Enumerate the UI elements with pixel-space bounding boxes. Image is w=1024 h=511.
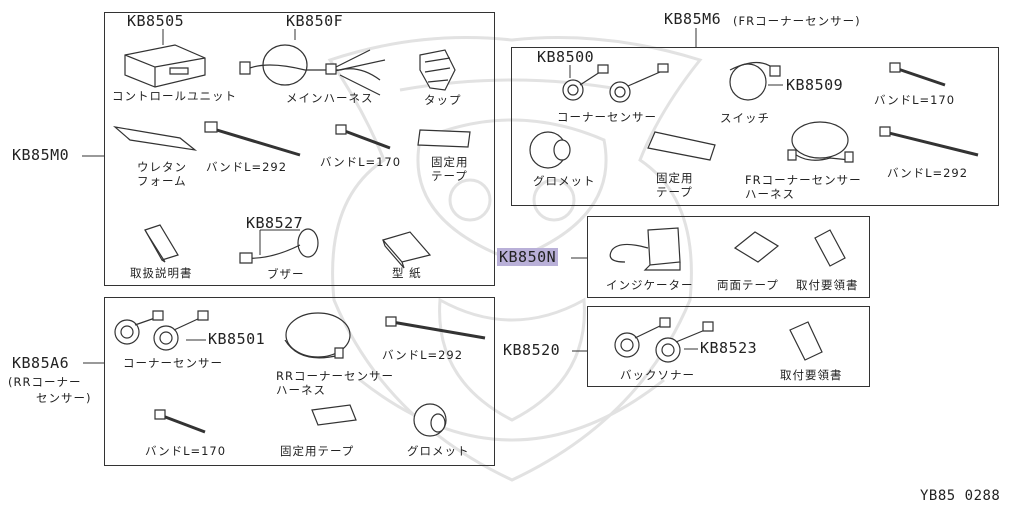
part-name-fix-tape-fr-line1: 固定用: [656, 171, 694, 185]
part-name-buzzer: ブザー: [267, 267, 305, 281]
part-name-band-292-fr: バンドL=292: [887, 166, 969, 180]
part-code-kb8527: KB8527: [246, 214, 304, 232]
part-name-double-tape: 両面テープ: [717, 278, 779, 292]
part-name-corner-sensor-fr: コーナーセンサー: [557, 110, 657, 124]
group-code-kb85a6: KB85A6: [12, 354, 70, 372]
part-name-manual: 取扱説明書: [130, 266, 193, 280]
group-box-kb85m6: [511, 47, 999, 206]
part-code-kb850f: KB850F: [286, 12, 344, 30]
part-name-template: 型 紙: [392, 266, 422, 280]
group-code-kb850n-highlight: KB850N: [497, 248, 559, 266]
part-name-switch: スイッチ: [720, 111, 770, 125]
part-name-back-sonar: バックソナー: [620, 368, 695, 382]
part-name-main-harness: メインハーネス: [286, 91, 374, 105]
part-name-band-170-fr: バンドL=170: [874, 93, 956, 107]
group-code-kb85m0: KB85M0: [12, 146, 70, 164]
part-name-grommet-rr: グロメット: [407, 444, 470, 458]
group-code-kb850n: KB850N: [497, 248, 559, 266]
group-code-kb85m6-suffix: (FRコーナーセンサー): [733, 14, 861, 28]
group-box-kb850n: [587, 216, 870, 298]
part-code-kb8523: KB8523: [700, 339, 758, 357]
part-name-fr-harness-line2: ハーネス: [745, 187, 795, 201]
part-name-rr-harness-line2: ハーネス: [276, 383, 326, 397]
part-name-band-170-rr: バンドL=170: [145, 444, 227, 458]
group-box-kb8520: [587, 306, 870, 387]
part-name-rr-harness-line1: RRコーナーセンサー: [276, 369, 394, 383]
diagram-id: YB85 0288: [920, 488, 1001, 504]
part-code-kb8509: KB8509: [786, 76, 844, 94]
part-name-fix-tape-rr: 固定用テープ: [280, 444, 355, 458]
part-name-fix-tape-fr-line2: テープ: [656, 185, 693, 199]
part-name-install-guide-n: 取付要領書: [796, 278, 859, 292]
part-name-band-292-rr: バンドL=292: [382, 348, 464, 362]
group-code-kb85a6-line3: センサー): [36, 391, 92, 405]
part-code-kb8500: KB8500: [537, 48, 595, 66]
part-name-indicator: インジケーター: [606, 278, 694, 292]
part-code-kb8505: KB8505: [127, 12, 185, 30]
part-name-fr-harness-line1: FRコーナーセンサー: [745, 173, 862, 187]
part-name-fix-tape-line2: テープ: [431, 169, 468, 183]
group-box-kb85a6: [104, 297, 495, 466]
part-name-fix-tape-line1: 固定用: [431, 155, 469, 169]
part-name-urethane-line2: フォーム: [137, 174, 187, 188]
part-name-install-guide-b: 取付要領書: [780, 368, 843, 382]
part-name-band-170: バンドL=170: [320, 155, 402, 169]
group-code-kb85a6-line2: (RRコーナー: [8, 375, 82, 389]
part-name-band-292: バンドL=292: [206, 160, 288, 174]
group-code-kb85m6: KB85M6: [664, 10, 722, 28]
group-box-kb85m0: [104, 12, 495, 286]
part-name-corner-sensor-rr: コーナーセンサー: [123, 356, 223, 370]
part-name-urethane-line1: ウレタン: [137, 160, 187, 174]
part-code-kb8501: KB8501: [208, 330, 266, 348]
part-name-tap: タップ: [424, 93, 462, 107]
part-name-control-unit: コントロールユニット: [112, 89, 237, 103]
part-name-grommet-fr: グロメット: [533, 174, 596, 188]
group-code-kb8520: KB8520: [503, 341, 561, 359]
